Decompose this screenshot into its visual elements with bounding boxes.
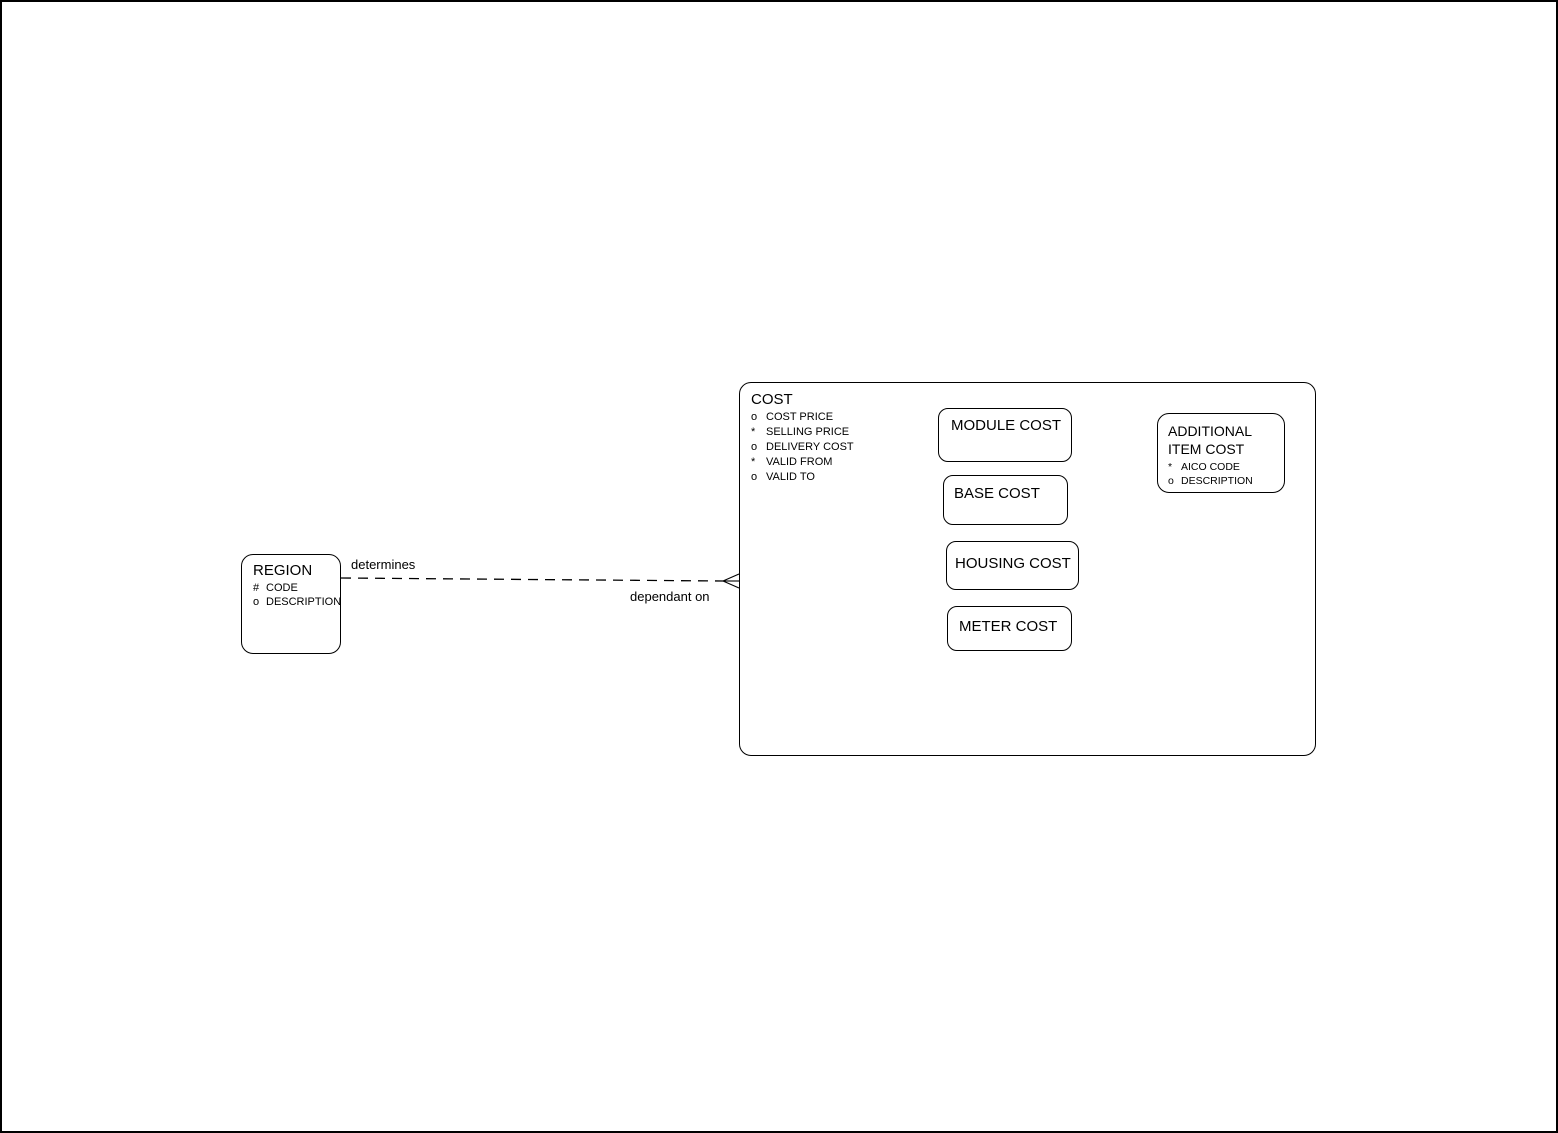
attribute-row: o COST PRICE — [751, 410, 1315, 425]
attribute-row: o DESCRIPTION — [1168, 474, 1284, 488]
attribute-row: * SELLING PRICE — [751, 425, 1315, 440]
attribute-row: o DELIVERY COST — [751, 440, 1315, 455]
attribute-row: * AICO CODE — [1168, 460, 1284, 474]
attribute-prefix: o — [751, 411, 758, 423]
attribute-prefix: * — [1168, 461, 1173, 473]
relationship-dashed-line — [340, 577, 724, 582]
attribute-row: o DESCRIPTION — [253, 595, 340, 609]
attribute-prefix: o — [1168, 475, 1174, 487]
attribute-row: * VALID FROM — [751, 455, 1315, 470]
relationship-label-dependant-on: dependant on — [630, 589, 710, 604]
attribute-prefix: * — [751, 456, 756, 468]
attribute-row: # CODE — [253, 581, 340, 595]
attribute-label: DELIVERY COST — [766, 441, 854, 453]
entity-housing-cost-title: HOUSING COST — [955, 555, 1071, 572]
entity-additional-item-cost-title-line1: ADDITIONAL — [1168, 423, 1253, 439]
attribute-label: AICO CODE — [1181, 461, 1240, 473]
entity-cost-title: COST — [751, 391, 793, 408]
attribute-prefix: * — [751, 426, 756, 438]
entity-additional-item-cost[interactable]: ADDITIONAL ITEM COST * AICO CODE o DESCR… — [1157, 413, 1285, 493]
entity-base-cost-title: BASE COST — [954, 485, 1040, 502]
attribute-label: VALID FROM — [766, 456, 833, 468]
entity-meter-cost-title: METER COST — [959, 618, 1058, 635]
entity-cost-attributes: o COST PRICE * SELLING PRICE o DELIVERY … — [751, 410, 1315, 485]
entity-meter-cost[interactable]: METER COST — [947, 606, 1072, 651]
attribute-label: VALID TO — [766, 471, 815, 483]
attribute-row: o VALID TO — [751, 470, 1315, 485]
entity-additional-item-cost-attributes: * AICO CODE o DESCRIPTION — [1168, 460, 1284, 488]
attribute-label: COST PRICE — [766, 411, 834, 423]
entity-region-attributes: # CODE o DESCRIPTION — [253, 581, 340, 609]
crow-foot-icon — [722, 573, 740, 589]
entity-region-title: REGION — [253, 562, 313, 579]
entity-region[interactable]: REGION # CODE o DESCRIPTION — [241, 554, 341, 654]
attribute-label: CODE — [266, 582, 298, 594]
attribute-prefix: o — [253, 596, 260, 608]
attribute-label: DESCRIPTION — [266, 596, 341, 608]
entity-module-cost-title: MODULE COST — [951, 417, 1062, 434]
entity-base-cost[interactable]: BASE COST — [943, 475, 1068, 525]
entity-additional-item-cost-title-line2: ITEM COST — [1168, 441, 1245, 457]
attribute-prefix: o — [751, 441, 758, 453]
attribute-label: DESCRIPTION — [1181, 475, 1253, 487]
attribute-label: SELLING PRICE — [766, 426, 850, 438]
attribute-prefix: # — [253, 582, 260, 594]
relationship-label-determines: determines — [351, 557, 416, 572]
entity-module-cost[interactable]: MODULE COST — [938, 408, 1072, 462]
attribute-prefix: o — [751, 471, 758, 483]
entity-housing-cost[interactable]: HOUSING COST — [946, 541, 1079, 590]
